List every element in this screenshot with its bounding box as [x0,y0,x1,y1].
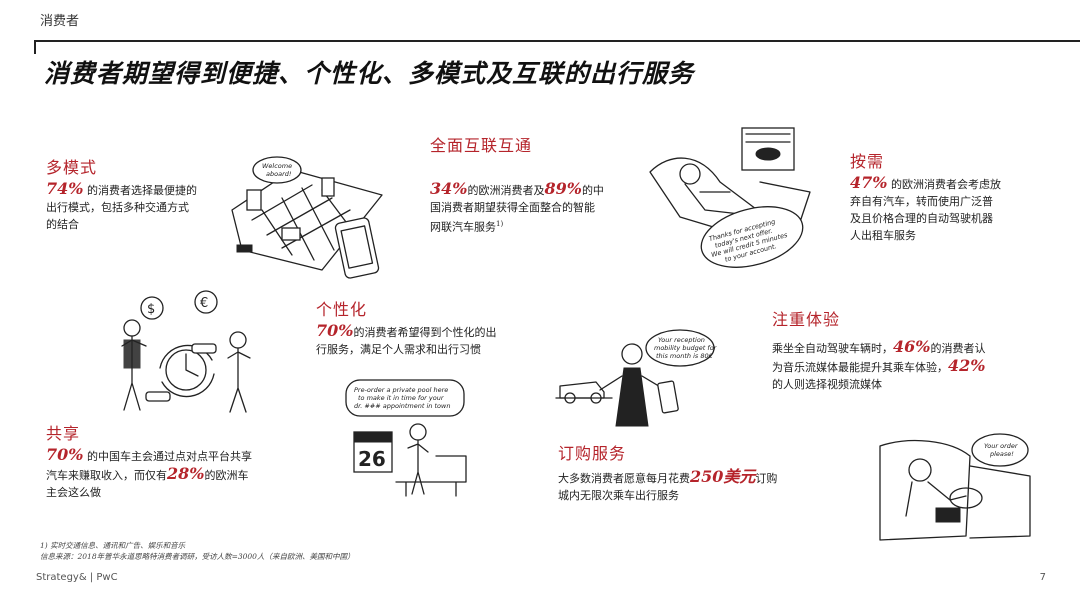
calendar-day: 26 [358,447,386,471]
multimodal-text: 74% 的消费者选择最便捷的 出行模式，包括多种交通方式 的结合 [46,180,246,233]
subscription-text-b: 订购 [755,472,778,485]
on-demand-stat: 47% [850,173,888,192]
experience-text: 乘坐全自动驾驶车辆时，46%的消费者认 为音乐流媒体最能提升其乘车体验，42% … [772,338,1042,393]
on-demand-text-b: 弃自有汽车，转而使用广泛普 [850,195,993,208]
experience-stat-1: 46% [893,337,931,356]
footnote-1: 1) 实时交通信息、通讯和广告、娱乐和音乐 [40,541,186,550]
welcome-bubble-line-1: Welcome [262,162,292,170]
pool-bubble-line-2: to make it in time for your [358,394,445,402]
connected-stat-1: 34% [430,179,468,198]
on-demand-text-c: 及且价格合理的自动驾驶机器 [850,212,993,225]
sharing-stat-2: 28% [167,464,205,483]
experience-title: 注重体验 [772,310,841,329]
footer-brand: Strategy& | PwC [36,572,118,583]
on-demand-text-d: 人出租车服务 [850,229,916,242]
on-demand-text-a: 的欧洲消费者会考虑放 [890,178,1001,191]
city-map-illustration: Welcome aboard! [231,156,383,279]
dollar-icon: $ [147,302,155,317]
page-title: 消费者期望得到便捷、个性化、多模式及互联的出行服务 [44,59,695,88]
section-label: 消费者 [40,14,80,29]
multimodal-text-c: 的结合 [46,218,79,231]
euro-icon: € [200,296,208,311]
multimodal-text-a: 的消费者选择最便捷的 [86,184,197,197]
welcome-bubble-line-2: aboard! [266,170,292,178]
sharing-title: 共享 [46,424,81,443]
footnote-source: 信息来源：2018年普华永道思略特消费者调研，受访人数=3000人（来自欧洲、美… [40,552,355,561]
autonomous-car-illustration: Thanks for accepting today's next offer.… [649,127,811,268]
connected-title: 全面互联互通 [430,136,533,155]
experience-text-b: 的消费者认 [930,342,986,355]
sharing-text-c: 的欧洲车 [204,469,249,482]
order-bubble-line-1: Your order [984,442,1019,450]
header-rule-tick [34,40,36,54]
on-demand-title: 按需 [850,152,885,171]
experience-text-a: 乘坐全自动驾驶车辆时， [772,342,893,355]
experience-text-c: 为音乐流媒体最能提升其乘车体验， [772,361,948,374]
experience-text-d: 的人则选择视频流媒体 [772,378,882,391]
connected-text: 34%的欧洲消费者及89%的中 国消费者期望获得全面整合的智能 网联汽车服务1) [430,180,630,236]
connected-text-d: 网联汽车服务 [430,220,496,234]
sharing-text: 70% 的中国车主会通过点对点平台共享 汽车来赚取收入，而仅有28%的欧洲车 主… [46,446,306,501]
order-bubble-line-2: please! [989,450,1014,458]
on-demand-text: 47% 的欧洲消费者会考虑放 弃自有汽车，转而使用广泛普 及且价格合理的自动驾驶… [850,174,1050,244]
page-number: 7 [1039,572,1046,583]
sharing-illustration: $ € [121,290,251,413]
pool-bubble-line-3: dr. ### appointment in town [354,402,450,410]
connected-text-c: 国消费者期望获得全面整合的智能 [430,201,595,214]
experience-stat-2: 42% [948,356,986,375]
personalized-title: 个性化 [316,300,368,319]
subscription-illustration: Your reception mobility budget for this … [555,329,718,427]
personalized-text-b: 行服务，满足个人需求和出行习惯 [316,343,481,356]
personalized-text: 70%的消费者希望得到个性化的出 行服务，满足个人需求和出行习惯 [316,322,556,358]
connected-footnote-mark: 1) [496,220,504,228]
multimodal-text-b: 出行模式，包括多种交通方式 [46,201,189,214]
connected-text-a: 的欧洲消费者及 [467,184,545,197]
subscription-text-c: 城内无限次乘车出行服务 [558,489,679,502]
multimodal-stat: 74% [46,179,84,198]
connected-stat-2: 89% [544,179,582,198]
mobility-bubble-line-1: Your reception [658,336,705,344]
header-rule [34,40,1080,42]
subscription-text-a: 大多数消费者愿意每月花费 [558,472,690,485]
subscription-text: 大多数消费者愿意每月花费250美元订购 城内无限次乘车出行服务 [558,468,828,504]
calendar-illustration: Pre-order a private pool here to make it… [345,379,467,497]
pool-bubble-line-1: Pre-order a private pool here [354,386,448,394]
sharing-stat-1: 70% [46,445,84,464]
personalized-text-a: 的消费者希望得到个性化的出 [353,326,497,339]
sharing-text-b: 汽车来赚取收入，而仅有 [46,469,167,482]
subscription-stat: 250美元 [690,467,756,486]
sharing-text-d: 主会这么做 [46,486,101,499]
personalized-stat: 70% [316,321,354,340]
connected-text-b: 的中 [581,184,604,197]
subscription-title: 订购服务 [558,444,627,463]
sharing-text-a: 的中国车主会通过点对点平台共享 [86,450,252,463]
mobility-bubble-line-2: mobility budget for [654,344,718,352]
mobility-bubble-line-3: this month is 80€ [656,352,713,360]
multimodal-title: 多模式 [46,158,98,177]
driver-illustration: Your order please! [879,433,1031,541]
